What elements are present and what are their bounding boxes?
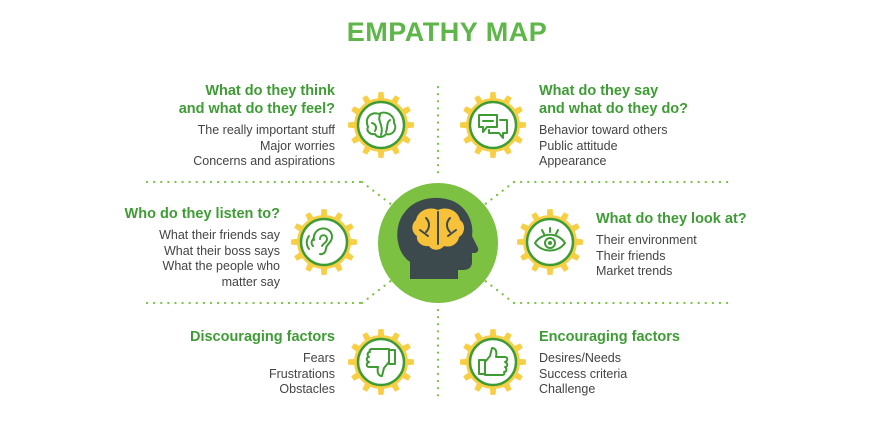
speech-bubbles-icon <box>478 114 508 139</box>
brain-icon <box>366 111 397 138</box>
list-item: What their boss says <box>163 243 280 258</box>
quadrant-listen: Who do they listen to? What their friend… <box>125 205 280 291</box>
quadrant-discouraging: Discouraging factors Fears Frustrations … <box>190 328 335 398</box>
page-title: EMPATHY MAP <box>346 17 548 47</box>
quadrant-encouraging: Encouraging factors Desires/Needs Succes… <box>539 328 680 398</box>
gear-badge-encouraging <box>460 329 526 395</box>
quadrant-heading: What do they look at? <box>596 211 747 227</box>
gear-badge-say-do <box>460 92 526 158</box>
list-item: Behavior toward others <box>539 123 668 137</box>
divider-diag-br <box>482 278 516 305</box>
icon-circle <box>468 337 518 387</box>
quadrant-heading: Encouraging factors <box>539 329 680 345</box>
quadrant-heading: What do they say and what do they do? <box>539 83 689 117</box>
brain-folds <box>419 211 457 245</box>
list-item: Major worries <box>259 138 335 153</box>
gear-badge-discouraging <box>348 329 414 395</box>
list-item: Their environment <box>596 233 697 247</box>
divider-diag-tl <box>360 180 394 207</box>
list-item: The really important stuff <box>197 123 335 137</box>
list-item: Success criteria <box>539 366 628 381</box>
thumbs-down-icon <box>365 348 396 377</box>
list-item: What the people who matter say <box>162 259 280 290</box>
divider-diag-tr <box>482 180 516 207</box>
list-item: Concerns and aspirations <box>193 154 335 169</box>
quadrant-say-do: What do they say and what do they do? Be… <box>539 82 688 170</box>
list-item: Public attitude <box>539 138 618 153</box>
list-item: What their friends say <box>159 228 280 242</box>
quadrant-think-feel: What do they think and what do they feel… <box>179 82 335 170</box>
gear-badge-listen <box>291 209 357 275</box>
central-head <box>378 183 498 303</box>
divider-diag-bl <box>360 278 394 305</box>
icon-circle <box>299 217 349 267</box>
quadrant-heading: What do they think and what do they feel… <box>178 83 335 117</box>
list-item: Market trends <box>596 264 673 279</box>
quadrant-look: What do they look at? Their environment … <box>596 210 747 280</box>
quadrant-heading: Discouraging factors <box>189 329 335 345</box>
icon-circle <box>356 337 406 387</box>
list-item: Appearance <box>539 154 607 169</box>
quadrant-heading: Who do they listen to? <box>124 206 280 222</box>
list-item: Frustrations <box>269 366 335 381</box>
list-item: Obstacles <box>279 382 335 397</box>
eye-icon <box>534 227 566 252</box>
gear-badges <box>291 92 583 395</box>
list-item: Their friends <box>596 248 666 263</box>
ear-icon <box>305 227 333 256</box>
gear-badge-think-feel <box>348 92 414 158</box>
thumbs-up-icon <box>478 347 509 376</box>
list-item: Fears <box>303 351 335 365</box>
dotted-dividers <box>145 85 732 402</box>
list-item: Challenge <box>539 382 596 397</box>
list-item: Desires/Needs <box>539 351 621 365</box>
gear-badge-look <box>517 209 583 275</box>
icon-circle <box>468 100 518 150</box>
